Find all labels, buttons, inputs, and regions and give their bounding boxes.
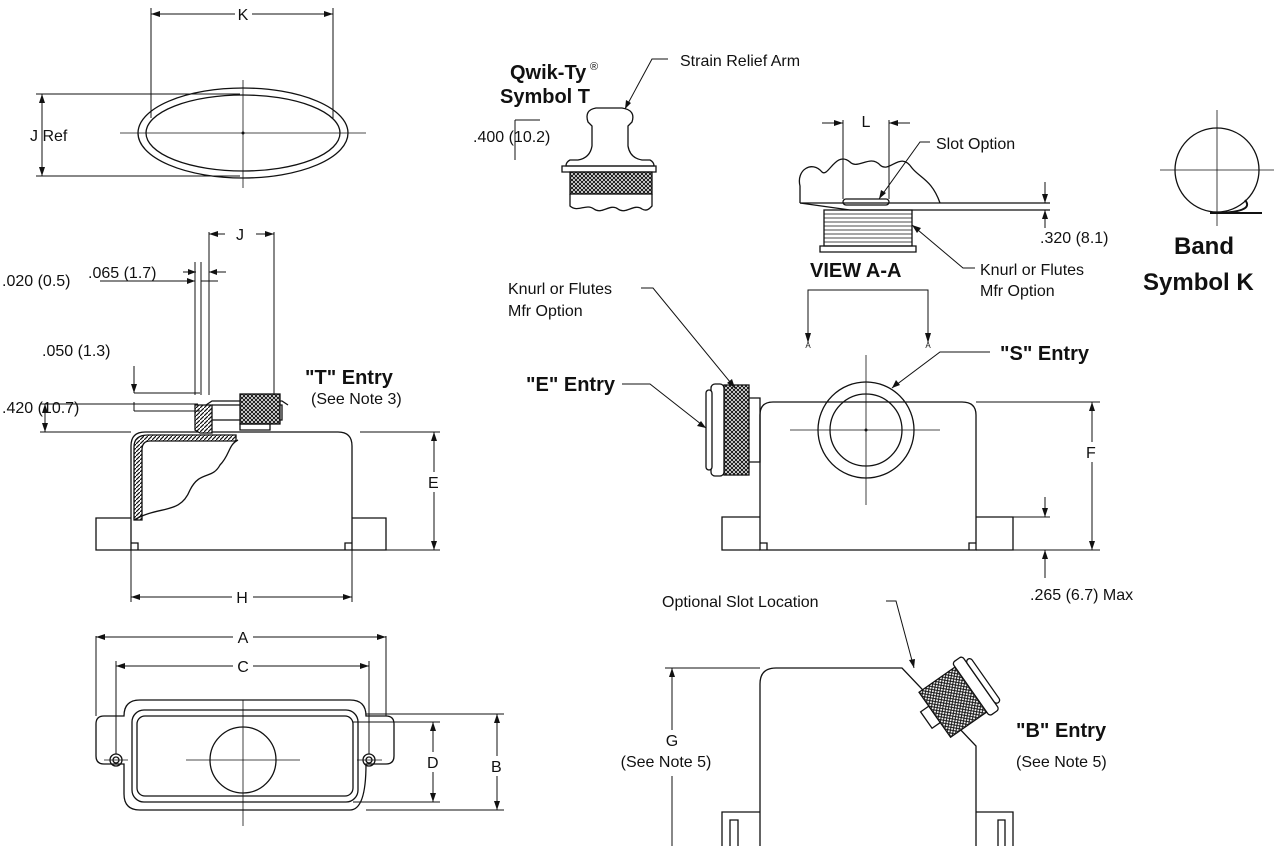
section-mark-a-left: A bbox=[805, 341, 811, 350]
dim-g-label: G bbox=[666, 733, 678, 750]
view-a-a bbox=[798, 120, 1050, 343]
band-symbol-k-detail bbox=[1160, 110, 1274, 226]
view-a-a-title: VIEW A-A bbox=[810, 260, 901, 282]
symbol-k-title: Symbol K bbox=[1143, 269, 1254, 296]
dim-a-label: A bbox=[238, 630, 249, 647]
optional-slot-label: Optional Slot Location bbox=[662, 594, 819, 611]
symbol-t-title: Symbol T bbox=[500, 86, 590, 108]
s-entry-title: "S" Entry bbox=[1000, 343, 1090, 365]
dim-l-label: L bbox=[862, 114, 871, 131]
e-s-entry-view bbox=[622, 287, 1100, 578]
dim-g-note: (See Note 5) bbox=[621, 754, 712, 771]
b-entry-note: (See Note 5) bbox=[1016, 754, 1107, 771]
dim-d-label: D bbox=[427, 755, 439, 772]
dim-020-label: .020 (0.5) bbox=[2, 273, 70, 290]
b-entry-view bbox=[665, 600, 1014, 846]
dim-065-label: .065 (1.7) bbox=[88, 265, 156, 282]
t-entry-title: "T" Entry bbox=[305, 367, 394, 389]
b-entry-title: "B" Entry bbox=[1016, 720, 1107, 742]
t-entry-note: (See Note 3) bbox=[311, 391, 402, 408]
knurl-right-label-1: Knurl or Flutes bbox=[980, 262, 1084, 279]
qwik-ty-detail bbox=[514, 58, 668, 212]
t-entry-side-view bbox=[40, 231, 440, 602]
section-mark-a-right: A bbox=[925, 341, 931, 350]
band-title: Band bbox=[1174, 233, 1234, 260]
dim-400-label: .400 (10.2) bbox=[473, 129, 550, 146]
qwik-ty-title: Qwik-Ty bbox=[510, 62, 587, 84]
dim-e-label: E bbox=[428, 475, 439, 492]
dim-j-ref-label: J Ref bbox=[30, 128, 68, 145]
knurl-left-label-1: Knurl or Flutes bbox=[508, 281, 612, 298]
knurl-left-label-2: Mfr Option bbox=[508, 303, 583, 320]
dim-420-label: .420 (10.7) bbox=[2, 400, 79, 417]
dim-050-label: .050 (1.3) bbox=[42, 343, 110, 360]
dim-k-label: K bbox=[238, 7, 249, 24]
oval-top-view bbox=[36, 8, 366, 188]
registered-mark: ® bbox=[590, 61, 598, 73]
e-entry-title: "E" Entry bbox=[526, 374, 616, 396]
strain-relief-arm-label: Strain Relief Arm bbox=[680, 53, 800, 70]
dim-c-label: C bbox=[237, 659, 249, 676]
dim-320-label: .320 (8.1) bbox=[1040, 230, 1108, 247]
slot-option-label: Slot Option bbox=[936, 136, 1015, 153]
top-view bbox=[95, 634, 504, 826]
dim-265-label: .265 (6.7) Max bbox=[1030, 587, 1133, 604]
knurl-right-label-2: Mfr Option bbox=[980, 283, 1055, 300]
dim-b-label: B bbox=[491, 759, 502, 776]
dim-j-label: J bbox=[236, 227, 244, 244]
dim-h-label: H bbox=[236, 590, 248, 607]
dim-f-label: F bbox=[1086, 445, 1096, 462]
